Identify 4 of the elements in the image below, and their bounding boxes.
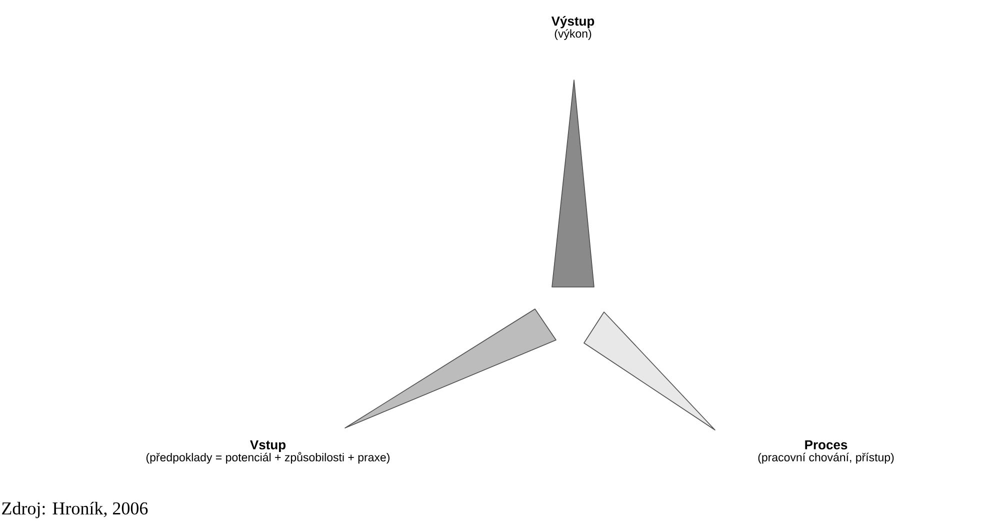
text-label: Výstup (výkon): [551, 16, 594, 40]
caption: Zdroj: Hroník, 2006: [2, 502, 148, 518]
text-label: Proces (pracovní chování, přístup): [758, 440, 894, 464]
text-label: Vstup (předpoklady = potenciál + způsobilosti + praxe): [146, 440, 390, 464]
